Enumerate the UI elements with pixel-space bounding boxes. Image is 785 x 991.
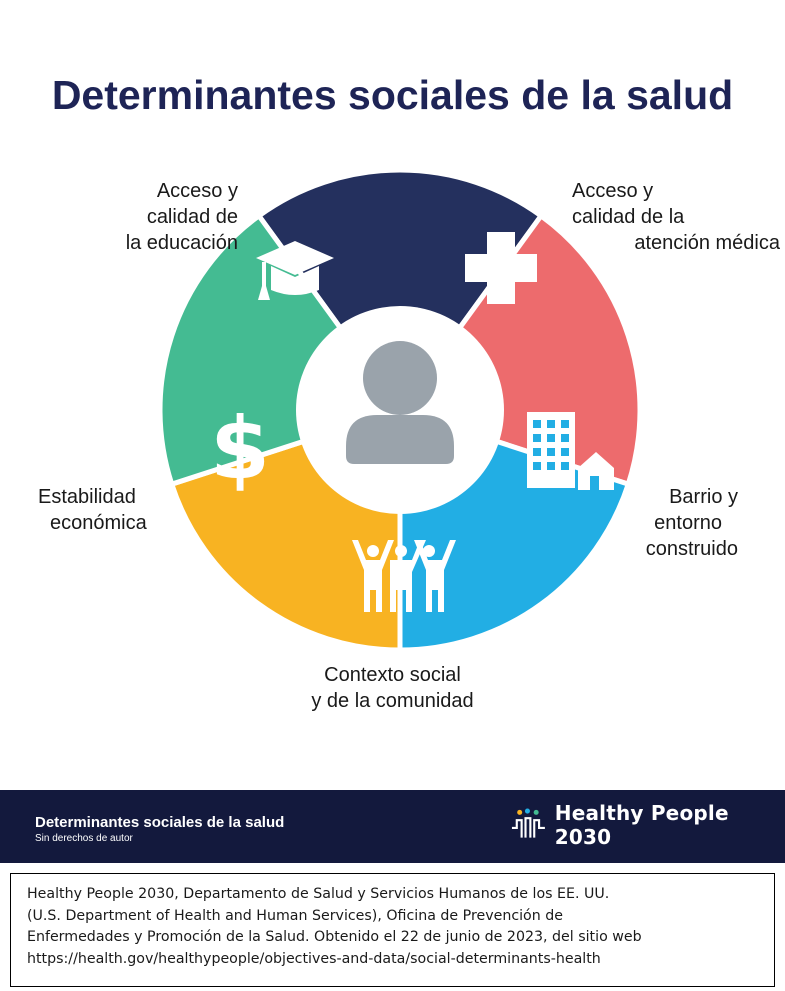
buildings-house-icon bbox=[527, 412, 614, 490]
determinants-wheel: $ bbox=[159, 167, 641, 650]
footer-subtitle: Sin derechos de autor bbox=[35, 833, 133, 844]
citation-line: (U.S. Department of Health and Human Ser… bbox=[27, 907, 563, 924]
label-community: Contexto social y de la comunidad bbox=[0, 662, 785, 714]
label-line: calidad de bbox=[146, 206, 238, 228]
label-line: Barrio y bbox=[669, 486, 738, 508]
people-group-icon bbox=[352, 540, 456, 612]
label-line: construido bbox=[645, 538, 738, 560]
label-economic: Estabilidad económica bbox=[38, 484, 147, 536]
label-line: Acceso y bbox=[156, 180, 238, 202]
label-education: Acceso y calidad de la educación bbox=[58, 178, 238, 256]
person-icon bbox=[346, 341, 454, 464]
graduation-cap-icon bbox=[256, 241, 334, 300]
label-line: atención médica bbox=[634, 232, 780, 254]
label-line: la educación bbox=[125, 232, 238, 254]
label-line: Acceso y bbox=[572, 180, 654, 202]
label-line: Contexto social bbox=[324, 664, 461, 686]
medical-cross-icon bbox=[465, 232, 537, 304]
label-line: calidad de la bbox=[572, 206, 685, 228]
footer-title: Determinantes sociales de la salud bbox=[35, 814, 285, 831]
label-line: Estabilidad bbox=[38, 486, 136, 508]
citation-box: Healthy People 2030, Departamento de Sal… bbox=[10, 873, 775, 987]
footer-banner: Determinantes sociales de la salud Sin d… bbox=[0, 790, 785, 863]
wheel-segment-education bbox=[255, 167, 545, 415]
citation-line: https://health.gov/healthypeople/objecti… bbox=[27, 950, 601, 967]
citation-line: Healthy People 2030, Departamento de Sal… bbox=[27, 886, 610, 902]
label-line: y de la comunidad bbox=[311, 690, 474, 712]
page-title: Determinantes sociales de la salud bbox=[51, 72, 734, 118]
dollar-icon: $ bbox=[210, 399, 270, 499]
healthy-people-logo-icon bbox=[511, 808, 545, 838]
healthy-people-logo: Healthy People 2030 bbox=[510, 801, 785, 849]
healthy-people-logo-text: Healthy People 2030 bbox=[554, 801, 729, 849]
label-line: económica bbox=[50, 512, 147, 534]
label-health-care: Acceso y calidad de la atención médica bbox=[572, 178, 780, 256]
citation-line: Enfermedades y Promoción de la Salud. Ob… bbox=[27, 929, 642, 945]
label-neighborhood: Barrio y entorno construido bbox=[606, 484, 738, 562]
label-line: entorno bbox=[654, 512, 722, 534]
